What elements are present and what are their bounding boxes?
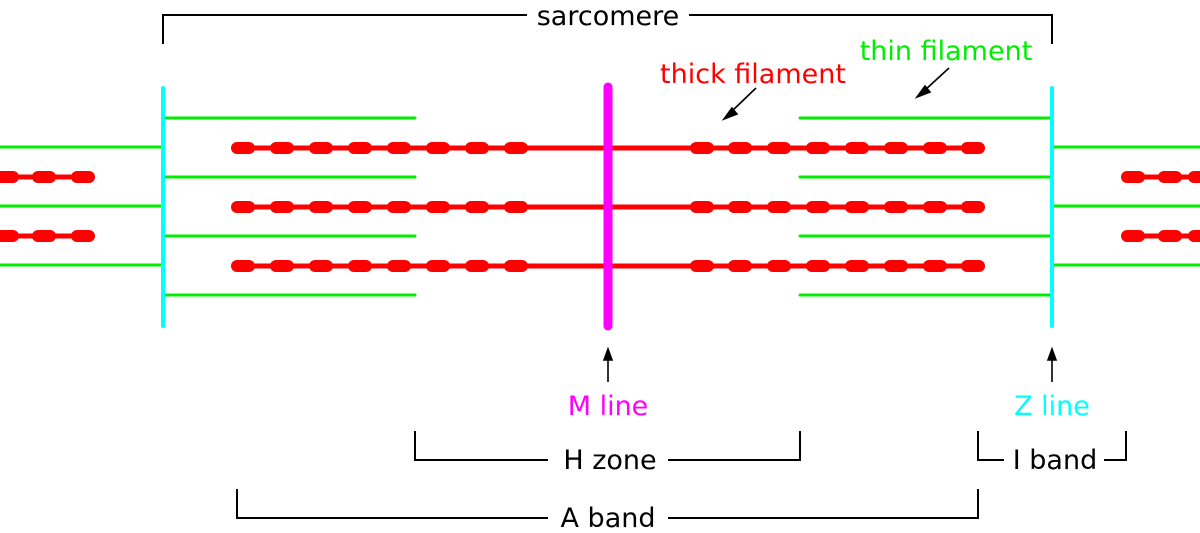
z-line-arrow [1046, 346, 1058, 382]
myosin-head [465, 260, 489, 272]
myosin-head [1158, 171, 1182, 183]
myosin-head [231, 260, 255, 272]
thick-filaments [0, 142, 1200, 272]
myosin-head [231, 201, 255, 213]
myosin-head [71, 230, 95, 242]
myosin-head [728, 260, 752, 272]
i-band-label: I band [1013, 445, 1097, 476]
thick-filament-label: thick filament [660, 59, 846, 90]
myosin-head [426, 142, 450, 154]
sarcomere-label: sarcomere [537, 1, 680, 32]
myosin-head [1121, 230, 1145, 242]
myosin-head [690, 201, 714, 213]
myosin-head [387, 260, 411, 272]
myosin-head [348, 201, 372, 213]
m-line-arrow [602, 346, 614, 382]
myosin-head [884, 142, 908, 154]
myosin-head [923, 201, 947, 213]
myosin-head [961, 260, 985, 272]
myosin-head [961, 201, 985, 213]
myosin-head [270, 201, 294, 213]
myosin-head [0, 230, 19, 242]
myosin-head [504, 260, 528, 272]
myosin-head [806, 142, 830, 154]
myosin-head [348, 260, 372, 272]
thin-filament-label: thin filament [860, 36, 1033, 67]
myosin-head [309, 201, 333, 213]
myosin-head [309, 142, 333, 154]
thin-filament-arrow [914, 67, 950, 99]
m-line-label: M line [568, 391, 649, 422]
myosin-head [231, 142, 255, 154]
myosin-head [845, 142, 869, 154]
thick-filament-arrow [721, 87, 757, 121]
myosin-head [465, 142, 489, 154]
myosin-head [1188, 230, 1200, 242]
myosin-head [884, 201, 908, 213]
myosin-head [845, 260, 869, 272]
myosin-head [923, 260, 947, 272]
myosin-head [884, 260, 908, 272]
myosin-head [767, 260, 791, 272]
myosin-head [309, 260, 333, 272]
thin-filaments [0, 116, 1200, 297]
myosin-head [504, 142, 528, 154]
myosin-head [767, 142, 791, 154]
a-band-label: A band [561, 503, 656, 533]
h-zone-label: H zone [563, 445, 656, 476]
myosin-head [1188, 171, 1200, 183]
myosin-head [32, 230, 56, 242]
myosin-head [1121, 171, 1145, 183]
myosin-head [387, 142, 411, 154]
myosin-head [387, 201, 411, 213]
myosin-head [426, 260, 450, 272]
myosin-head [270, 142, 294, 154]
myosin-head [426, 201, 450, 213]
myosin-head [806, 201, 830, 213]
myosin-head [465, 201, 489, 213]
arrows [602, 67, 1058, 382]
myosin-head [806, 260, 830, 272]
myosin-head [348, 142, 372, 154]
myosin-head [270, 260, 294, 272]
myosin-head [728, 142, 752, 154]
myosin-head [728, 201, 752, 213]
myosin-head [690, 142, 714, 154]
myosin-head [690, 260, 714, 272]
z-line-label: Z line [1014, 391, 1090, 422]
myosin-head [32, 171, 56, 183]
myosin-head [961, 142, 985, 154]
myosin-head [767, 201, 791, 213]
myosin-head [923, 142, 947, 154]
myosin-head [71, 171, 95, 183]
myosin-head [845, 201, 869, 213]
myosin-head [1158, 230, 1182, 242]
myosin-head [0, 171, 19, 183]
myosin-head [504, 201, 528, 213]
